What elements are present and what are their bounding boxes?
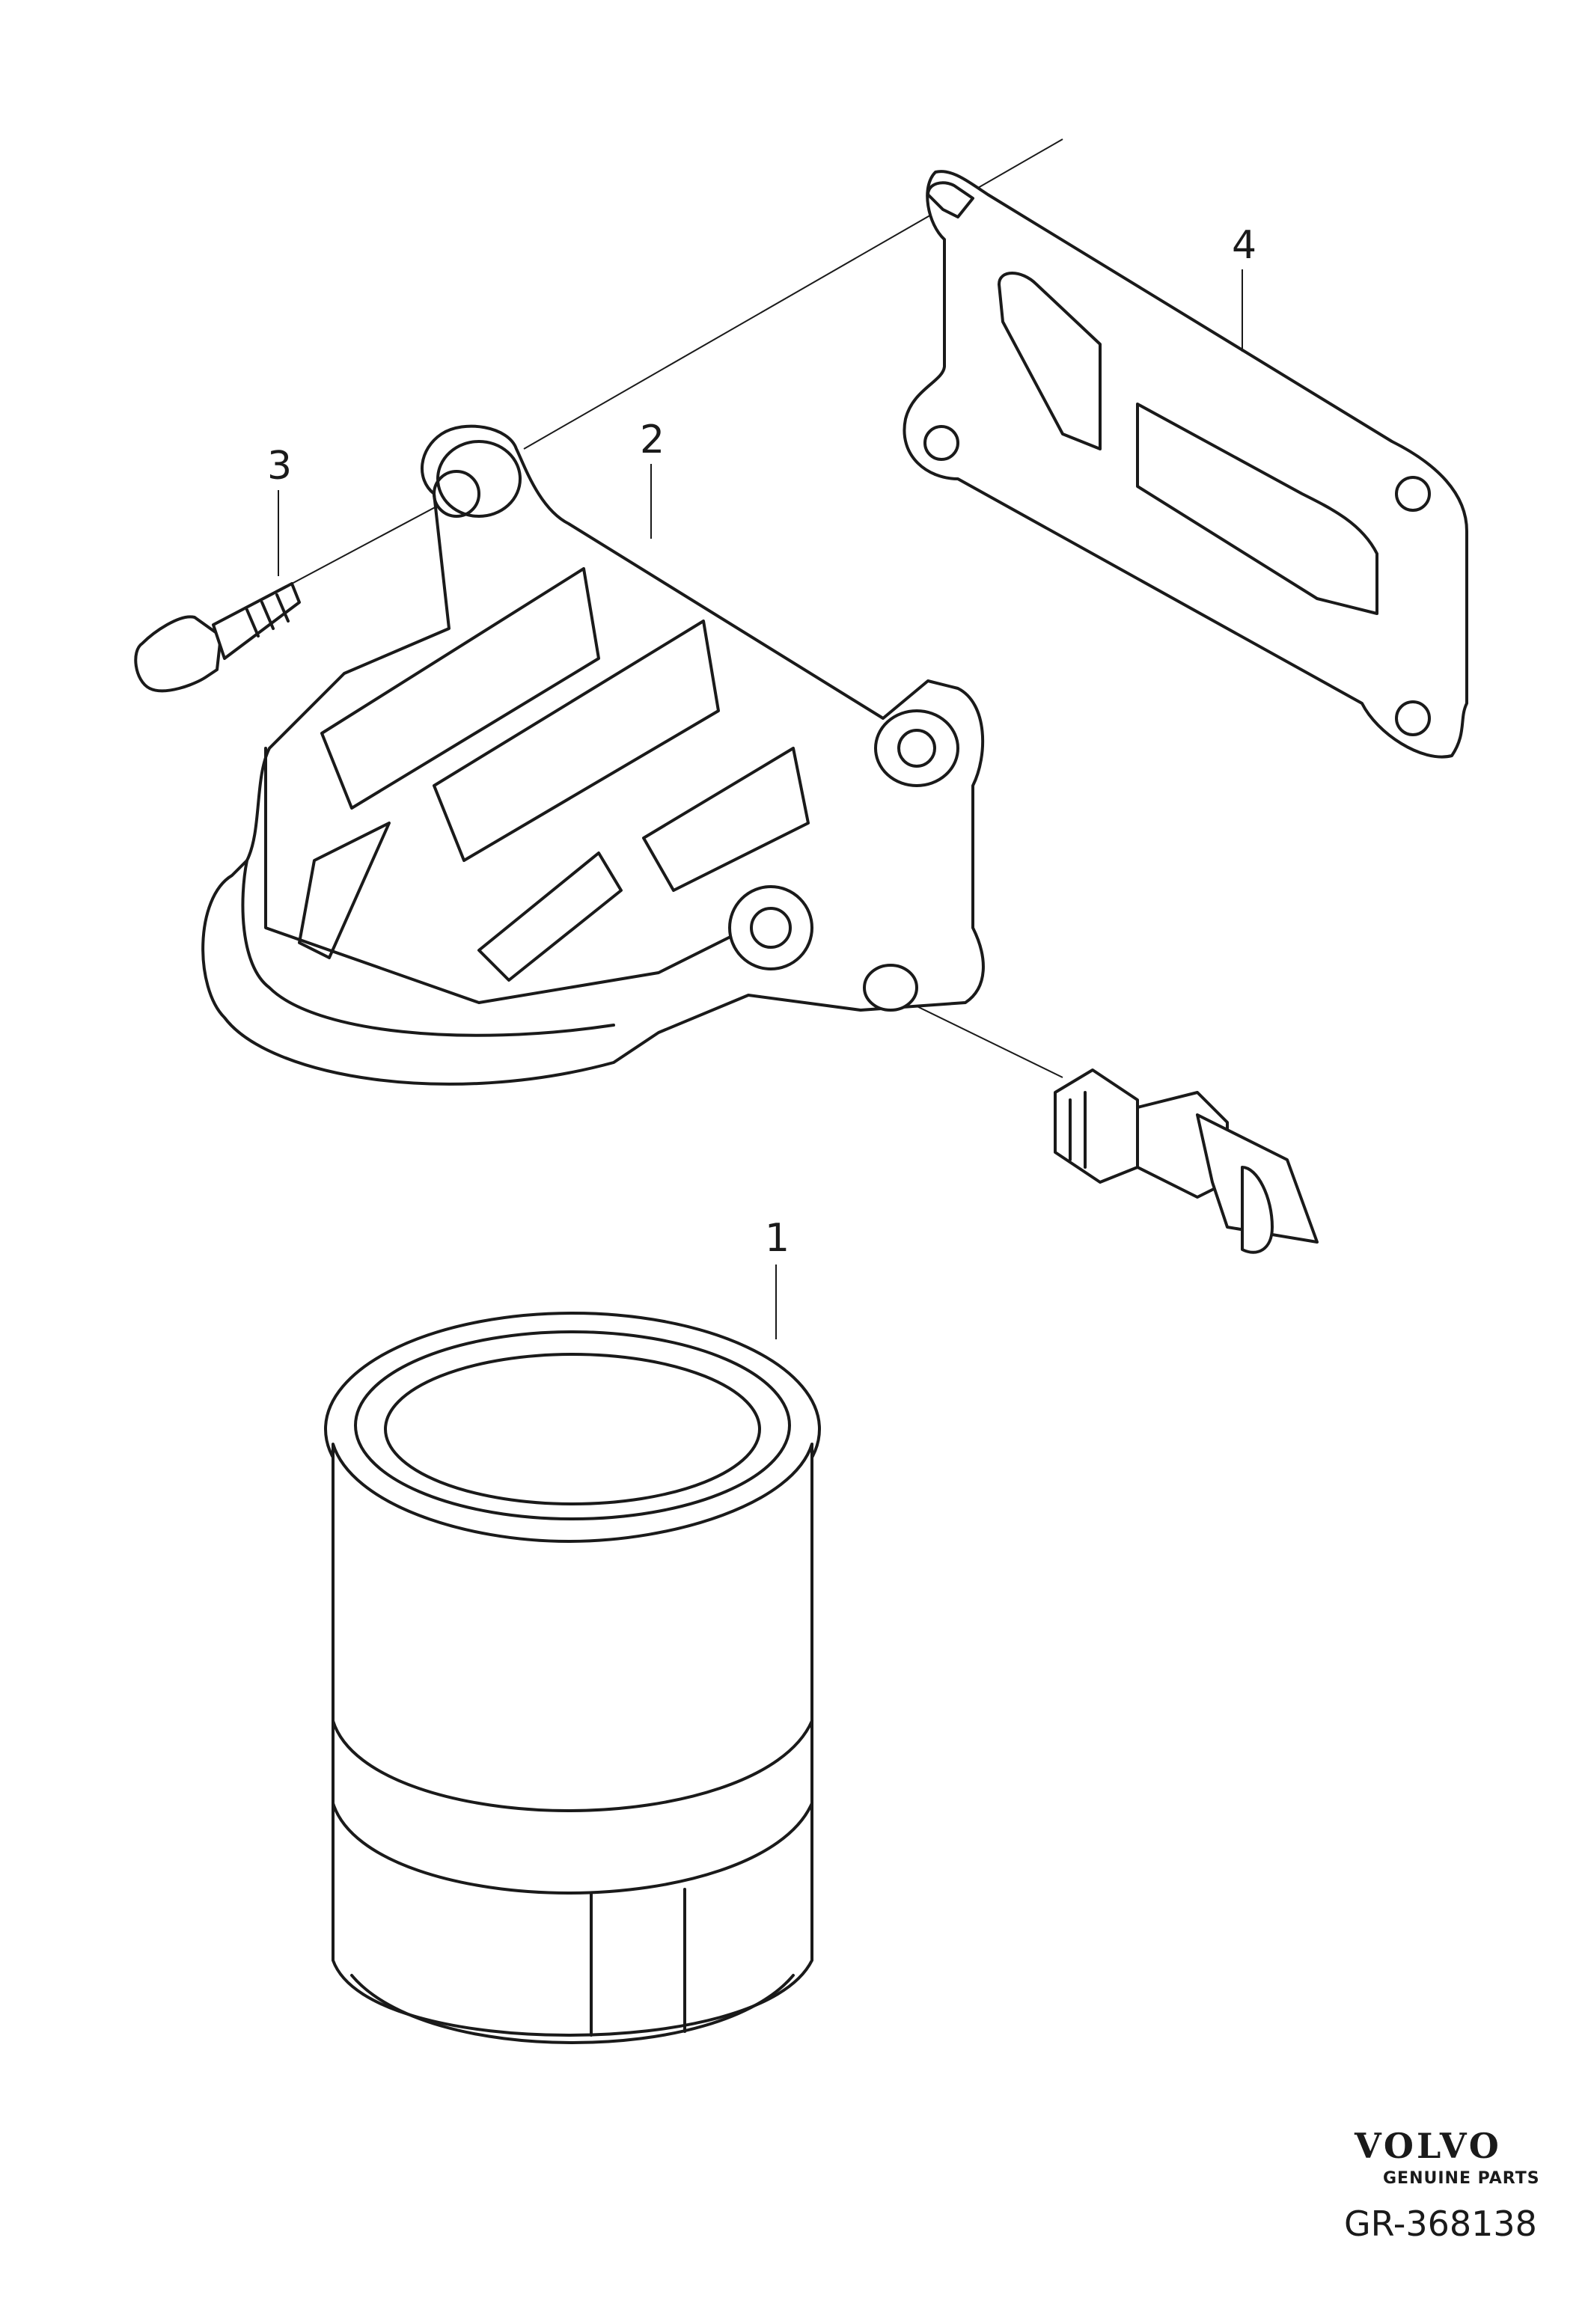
- volvo-logo: VOLVO: [1354, 2126, 1502, 2166]
- filter-housing-part: [201, 424, 985, 1086]
- genuine-parts-tagline: GENUINE PARTS: [1383, 2169, 1540, 2188]
- callout-4: 4: [1232, 223, 1256, 268]
- diagram-reference-number: GR-368138: [1344, 2204, 1537, 2244]
- callout-2: 2: [640, 418, 665, 462]
- oil-filter-part: [324, 1312, 821, 2044]
- callout-1: 1: [765, 1216, 790, 1261]
- sensor-part: [1054, 1068, 1319, 1254]
- gasket-part: [903, 170, 1468, 759]
- callout-3: 3: [267, 444, 292, 489]
- bolt-part: [134, 582, 301, 693]
